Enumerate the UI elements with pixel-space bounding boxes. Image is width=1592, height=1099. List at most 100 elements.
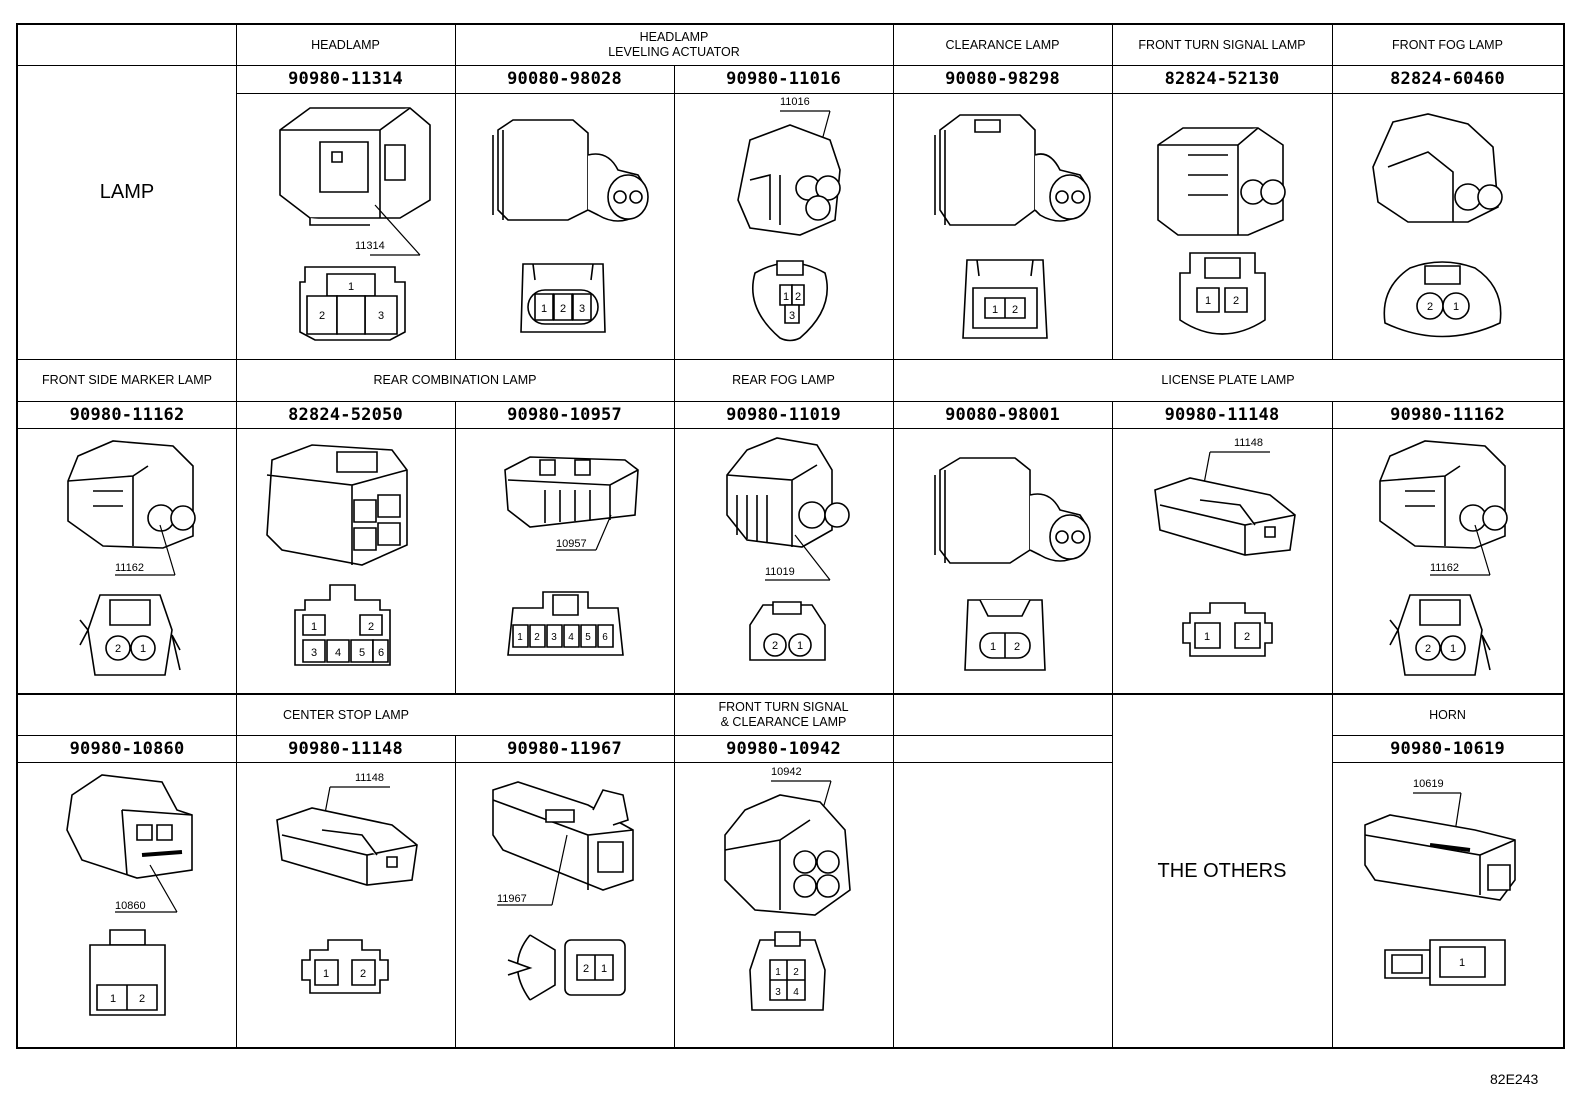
svg-text:1: 1 <box>797 640 803 652</box>
connector-body-drawing <box>1360 810 1520 905</box>
grid-line <box>1112 401 1113 1047</box>
callout-arrow <box>1430 524 1491 576</box>
svg-text:1: 1 <box>775 967 781 978</box>
section-lamp: LAMP <box>99 180 155 203</box>
part-number: 90980-11148 <box>288 738 403 759</box>
connector-body-drawing <box>930 455 1095 570</box>
connector-face-drawing: 1 2 <box>960 598 1050 673</box>
connector-face-drawing: 1 2 3 4 5 6 <box>285 580 400 675</box>
svg-text:1: 1 <box>311 621 317 633</box>
connector-body-drawing <box>272 805 422 890</box>
callout-label: 11016 <box>780 96 810 108</box>
connector-body-drawing <box>1148 120 1293 240</box>
connector-face-drawing: 1 <box>1380 935 1510 990</box>
callout-arrow <box>115 864 178 913</box>
svg-text:2: 2 <box>319 310 325 322</box>
connector-body-drawing <box>63 436 198 551</box>
connector-table: LAMP HEADLAMP HEADLAMP LEVELING ACTUATOR… <box>16 23 1565 1049</box>
section-front-turn-signal-lamp: FRONT TURN SIGNAL LAMP <box>1138 37 1306 52</box>
part-number: 82824-52050 <box>288 404 403 425</box>
grid-line <box>1332 401 1333 1047</box>
svg-text:2: 2 <box>360 968 366 980</box>
connector-body-drawing <box>930 110 1095 240</box>
section-front-fog-lamp: FRONT FOG LAMP <box>1392 37 1503 52</box>
connector-face-drawing: 1 2 3 4 <box>745 930 830 1020</box>
connector-body-drawing <box>270 100 435 225</box>
svg-text:3: 3 <box>775 987 781 998</box>
svg-text:6: 6 <box>602 632 608 643</box>
connector-face-drawing: 1 2 <box>85 925 170 1025</box>
callout-label: 11148 <box>355 772 384 784</box>
section-headlamp: HEADLAMP <box>311 37 380 52</box>
connector-face-drawing: 1 2 <box>300 935 390 1000</box>
svg-text:1: 1 <box>140 643 146 655</box>
svg-text:1: 1 <box>1459 957 1465 969</box>
svg-text:2: 2 <box>560 303 566 315</box>
connector-face-drawing: 2 1 <box>500 930 635 1005</box>
callout-arrow <box>115 524 176 576</box>
grid-line <box>1332 762 1563 763</box>
svg-text:1: 1 <box>517 632 523 643</box>
grid-line <box>1332 735 1563 736</box>
grid-line <box>18 65 1563 66</box>
part-number: 90980-11019 <box>726 404 841 425</box>
svg-text:2: 2 <box>139 993 145 1005</box>
callout-arrow <box>765 534 831 581</box>
section-headlamp-leveling-actuator: HEADLAMP LEVELING ACTUATOR <box>608 30 740 59</box>
part-number: 90080-98028 <box>507 69 622 89</box>
grid-line <box>455 25 456 359</box>
section-the-others: THE OTHERS <box>1157 859 1287 882</box>
callout-label: 10957 <box>556 538 587 550</box>
part-number: 90980-11314 <box>288 69 403 89</box>
part-number: 90980-11162 <box>69 404 185 425</box>
connector-face-drawing: 1 2 <box>1175 248 1270 343</box>
connector-face-drawing: 2 1 <box>80 590 180 685</box>
callout-arrow <box>370 204 421 256</box>
svg-text:4: 4 <box>793 987 799 998</box>
connector-face-drawing: 1 2 3 <box>513 262 613 337</box>
connector-body-drawing <box>1368 112 1503 232</box>
connector-body-drawing <box>722 435 852 555</box>
part-number: 90980-10619 <box>1390 738 1505 759</box>
grid-line <box>1332 25 1333 359</box>
section-clearance-lamp: CLEARANCE LAMP <box>945 37 1060 52</box>
grid-line <box>18 428 1563 429</box>
connector-face-drawing: 2 1 <box>1380 258 1505 343</box>
grid-line <box>236 25 237 1047</box>
part-number: 82824-60460 <box>1390 69 1505 89</box>
document-id: 82E243 <box>1490 1071 1539 1087</box>
section-license-plate-lamp: LICENSE PLATE LAMP <box>1161 372 1295 387</box>
callout-label: 10942 <box>771 766 802 778</box>
svg-text:4: 4 <box>568 632 574 643</box>
svg-text:1: 1 <box>541 303 547 315</box>
svg-text:6: 6 <box>378 647 384 659</box>
svg-text:2: 2 <box>1014 641 1020 653</box>
grid-line <box>674 65 675 1047</box>
connector-face-drawing: 2 1 <box>1390 590 1490 685</box>
svg-text:2: 2 <box>1244 631 1250 643</box>
svg-text:3: 3 <box>789 310 795 322</box>
svg-text:3: 3 <box>378 310 384 322</box>
svg-text:1: 1 <box>601 963 607 975</box>
connector-body-drawing <box>730 120 850 240</box>
svg-text:1: 1 <box>323 968 329 980</box>
section-empty <box>893 695 1112 735</box>
svg-text:1: 1 <box>348 281 354 293</box>
callout-label: 11314 <box>355 240 385 252</box>
part-number: 90980-10957 <box>507 404 622 425</box>
grid-line <box>236 93 1563 94</box>
svg-text:3: 3 <box>311 647 317 659</box>
grid-line <box>455 735 456 1047</box>
connector-body-drawing <box>1150 475 1300 560</box>
part-number: 90080-98298 <box>945 69 1060 89</box>
grid-line <box>18 693 1563 695</box>
section-front-turn-signal-clearance-lamp: FRONT TURN SIGNAL & CLEARANCE LAMP <box>718 700 849 729</box>
section-front-side-marker-lamp: FRONT SIDE MARKER LAMP <box>42 372 212 387</box>
connector-face-drawing: 1 2 <box>955 258 1055 343</box>
svg-text:2: 2 <box>1427 301 1433 313</box>
callout-label: 11162 <box>115 562 144 574</box>
svg-text:1: 1 <box>990 641 996 653</box>
svg-text:2: 2 <box>795 291 801 303</box>
connector-face-drawing: 1 2 3 4 5 6 <box>503 590 628 665</box>
connector-body-drawing <box>488 115 658 235</box>
